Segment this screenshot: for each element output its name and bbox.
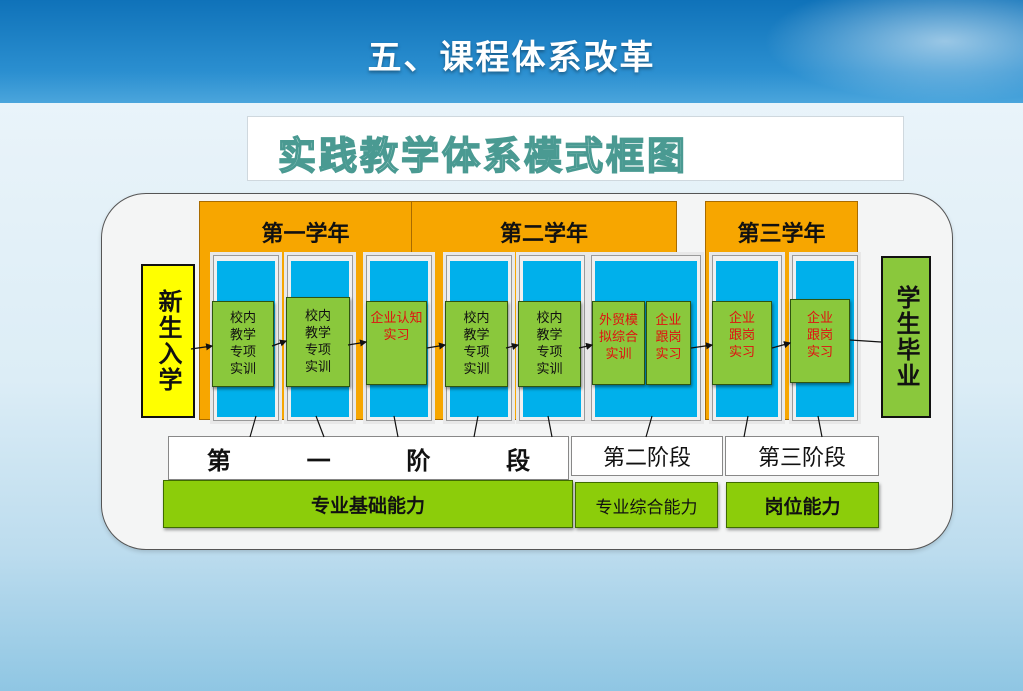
start-label: 新生入学 (141, 264, 195, 418)
ability-position: 岗位能力 (726, 482, 879, 528)
ability-position-text: 岗位能力 (764, 495, 841, 518)
ability-comprehensive: 专业综合能力 (575, 482, 718, 528)
end-label: 学生毕业 (881, 256, 931, 418)
stage-first-char-4: 段 (506, 446, 531, 475)
module-4: 校内教学专项实训 (445, 301, 508, 387)
year-1-label: 第一学年 (261, 222, 350, 247)
stage-first: 第 一 阶 段 (168, 436, 569, 480)
end-text: 学生毕业 (892, 285, 920, 389)
module-9-text: 企业跟岗实习 (806, 311, 833, 360)
module-9: 企业跟岗实习 (790, 299, 850, 383)
start-text: 新生入学 (154, 289, 182, 393)
stage-second: 第二阶段 (571, 436, 723, 476)
stage-first-char-3: 阶 (406, 446, 431, 475)
stage-second-text: 第二阶段 (602, 446, 691, 471)
module-1-text: 校内教学专项实训 (229, 311, 256, 377)
header-decoration (763, 0, 1023, 103)
module-6: 外贸模拟综合实训 (592, 301, 645, 385)
stage-first-char-2: 一 (306, 446, 331, 475)
module-7-text: 企业跟岗实习 (655, 313, 682, 362)
module-7: 企业跟岗实习 (646, 301, 691, 385)
page-title: 五、课程体系改革 (367, 38, 656, 78)
module-8-text: 企业跟岗实习 (728, 311, 755, 360)
year-2-label: 第二学年 (499, 222, 588, 247)
module-4-text: 校内教学专项实训 (463, 311, 490, 377)
ability-comprehensive-text: 专业综合能力 (595, 497, 698, 518)
module-6-text: 外贸模拟综合实训 (598, 313, 638, 362)
stage-third-text: 第三阶段 (757, 446, 846, 471)
stage-third: 第三阶段 (725, 436, 879, 476)
ability-basic-text: 专业基础能力 (310, 494, 425, 517)
module-3-text: 企业认知实习 (370, 311, 423, 343)
subtitle-box: 实践教学体系模式框图 (247, 116, 904, 181)
stage-first-char-1: 第 (206, 446, 231, 475)
module-2-text: 校内教学专项实训 (304, 309, 331, 375)
header-bar: 五、课程体系改革 (0, 0, 1023, 103)
diagram-title: 实践教学体系模式框图 (277, 132, 688, 179)
module-5-text: 校内教学专项实训 (536, 311, 563, 377)
module-2: 校内教学专项实训 (286, 297, 350, 387)
ability-basic: 专业基础能力 (163, 480, 573, 528)
year-3-label: 第三学年 (737, 222, 826, 247)
module-1: 校内教学专项实训 (212, 301, 274, 387)
